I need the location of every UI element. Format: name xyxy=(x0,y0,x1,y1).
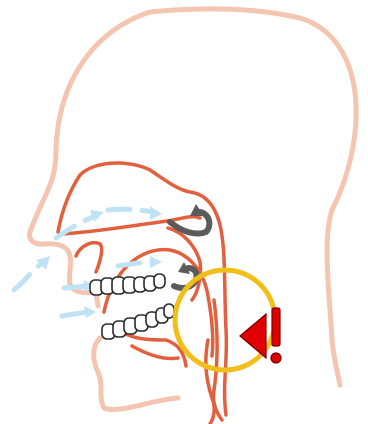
lower-teeth xyxy=(102,304,174,339)
upper-teeth xyxy=(90,274,165,295)
floor-of-mouth xyxy=(132,346,178,359)
exclamation-icon xyxy=(272,308,280,346)
exclamation-dot xyxy=(271,353,281,363)
upper-lip-inner xyxy=(76,243,102,272)
warning-triangle xyxy=(240,314,266,358)
head-profile xyxy=(30,9,357,410)
